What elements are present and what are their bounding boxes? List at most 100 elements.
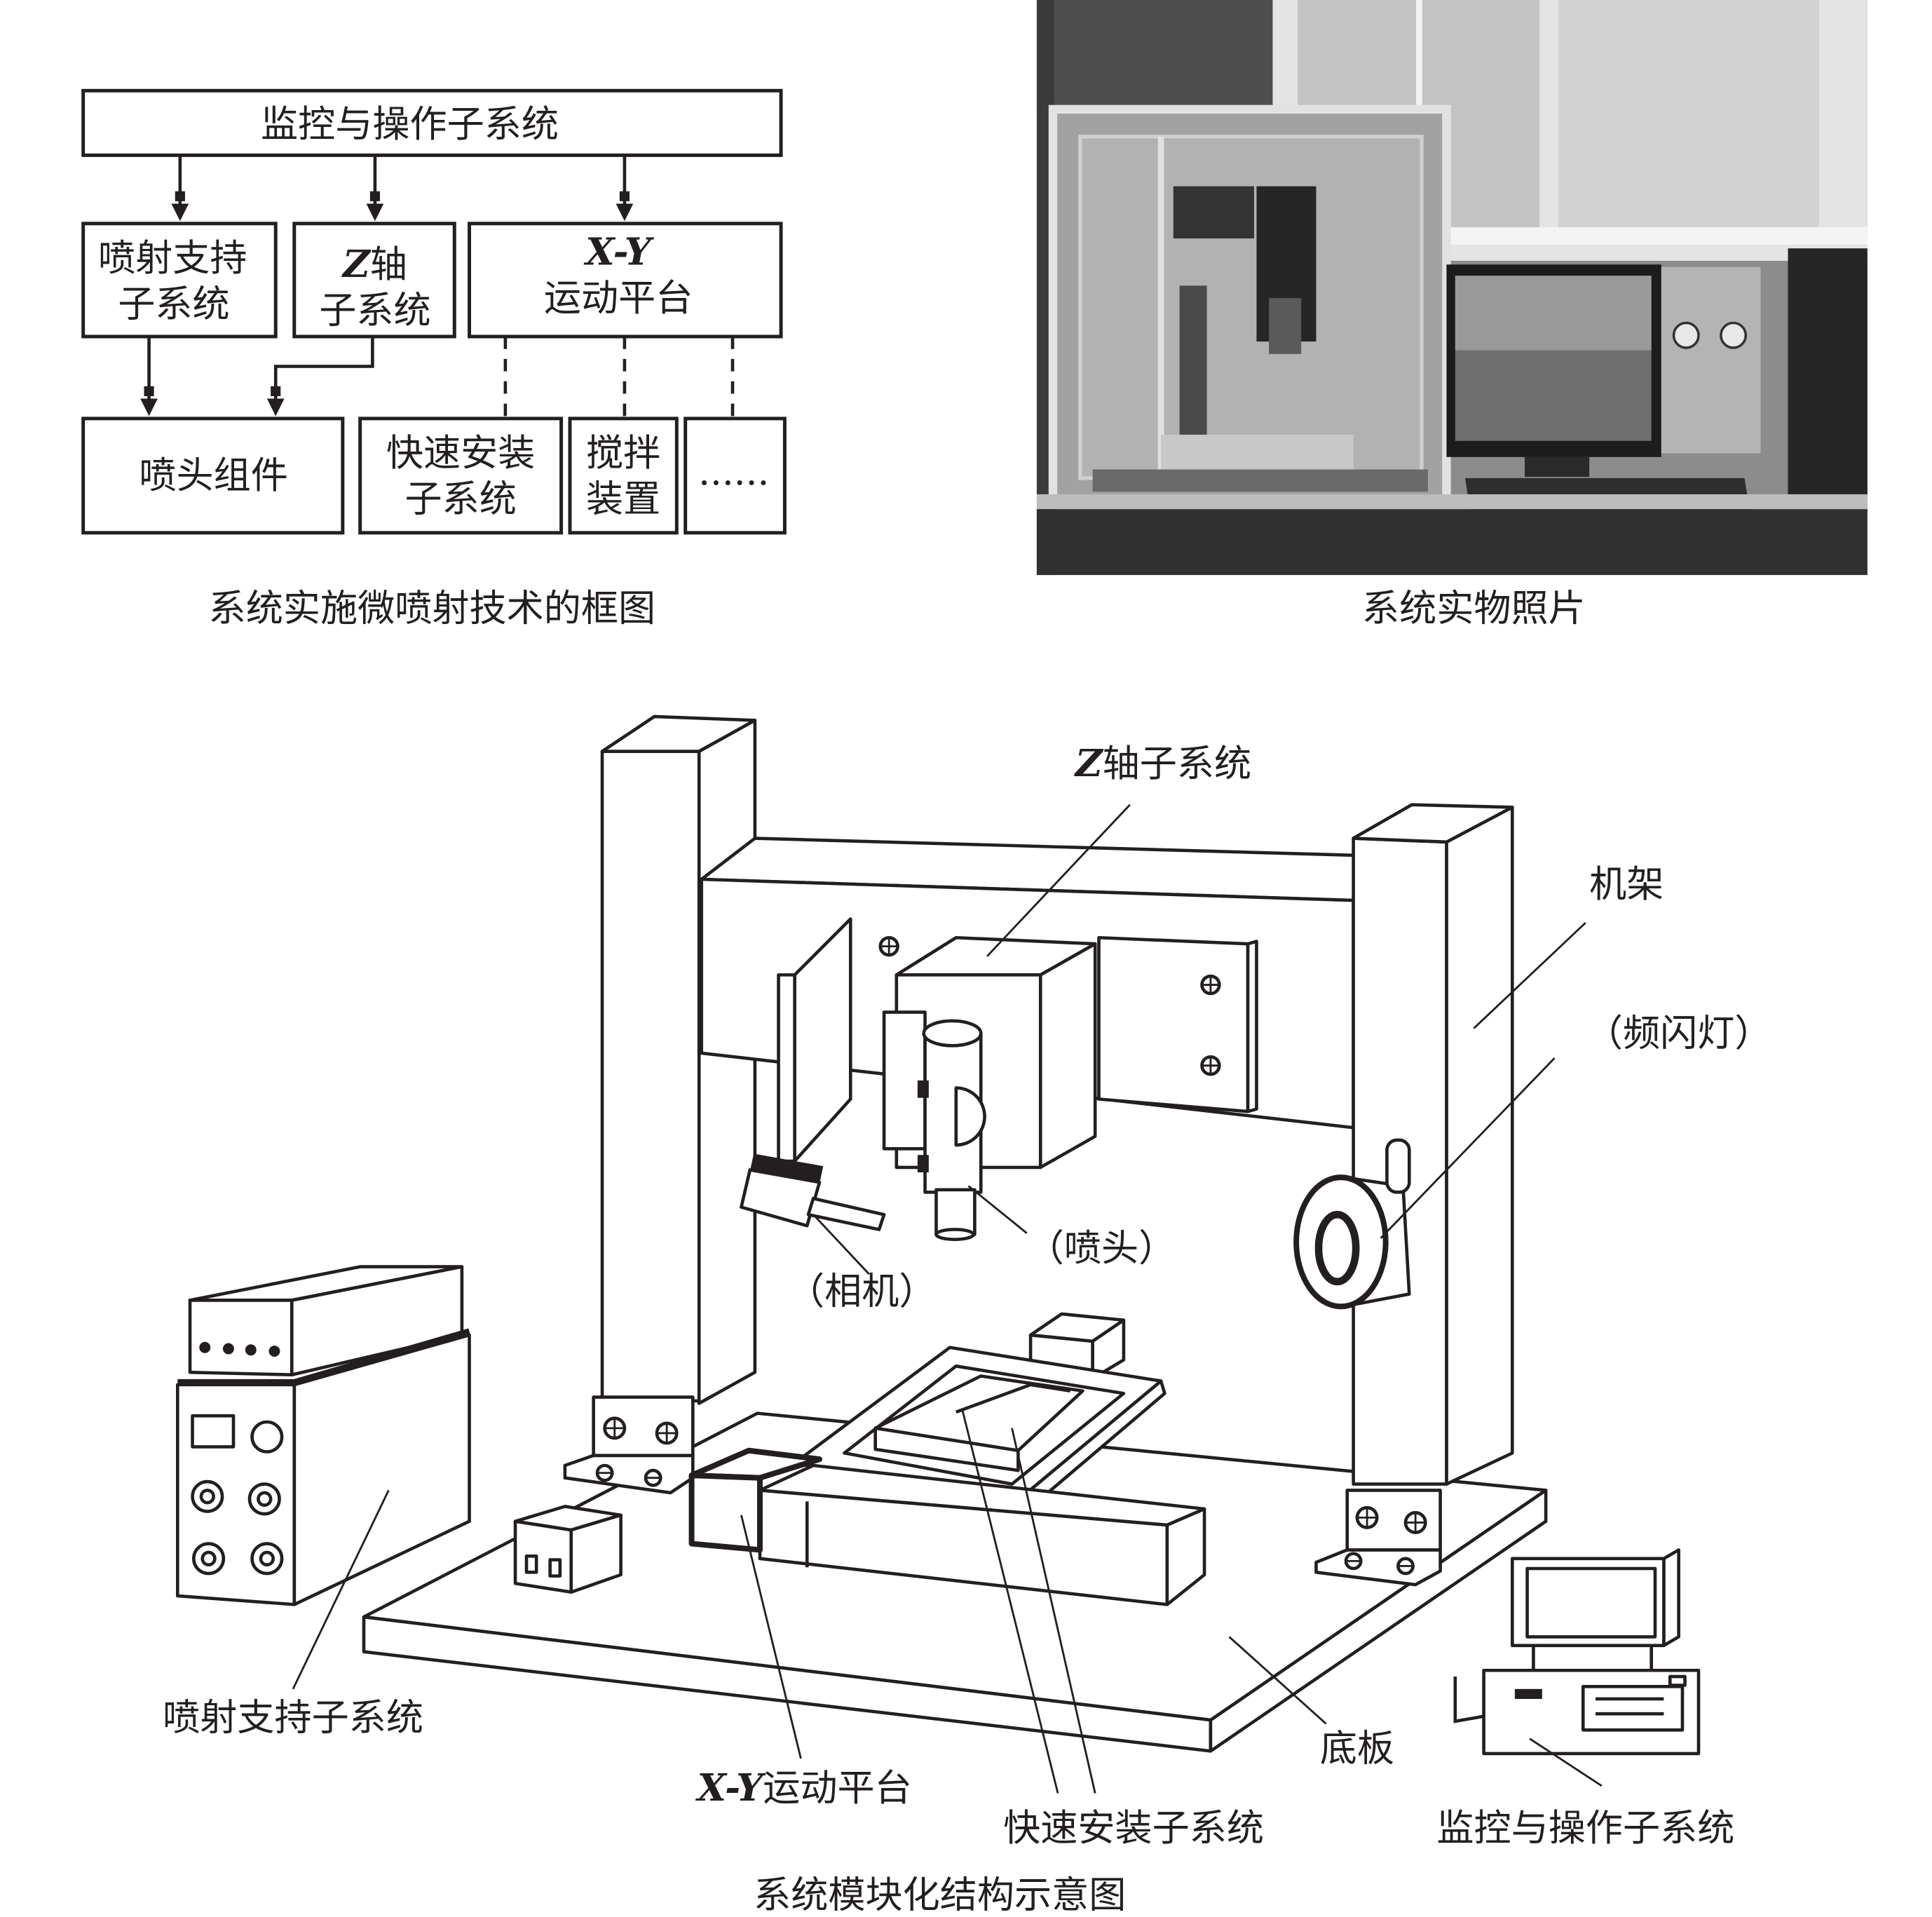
leader-xy-stage [740,1515,802,1759]
label-strobe: （频闪灯） [1586,1011,1772,1055]
connector-jet-to-nozzle [140,336,158,416]
label-base-plate: 底板 [1320,1727,1394,1770]
photo-stage [1161,434,1354,470]
system-photo: 系统实物照片 [1036,0,1868,630]
x-rail [688,1447,1206,1606]
stirrer-box [568,416,679,535]
knob-icon [250,1420,284,1454]
left-column-top [600,714,757,753]
top-box-label: 监控与操作子系统 [261,102,559,146]
leader-z-axis [986,804,1131,957]
left-column-front [600,750,701,1403]
x-rail-end [1165,1507,1206,1606]
right-column-foot [1314,1489,1442,1587]
nozzle-tip-end [934,1228,975,1241]
pc-power-led [1514,1688,1542,1699]
screw-icon [595,1463,614,1482]
leader-quick-mount-b [961,1409,1059,1794]
screw-icon [644,1468,662,1487]
jet-support-box [81,222,278,339]
nozzle-tip [934,1188,977,1236]
indicator-dot [199,1341,211,1353]
jet-support-box-line2: 子系统 [118,283,229,326]
label-xy-rest: 运动平台 [763,1766,912,1810]
photo-monitor-stand [1525,456,1590,477]
screw-icon [1403,1510,1427,1534]
label-camera: （相机） [787,1270,936,1313]
camera-band [749,1153,824,1184]
screw-icon [1396,1557,1415,1576]
frame-right-column [1352,803,1514,1486]
label-monitor-control: 监控与操作子系统 [1436,1806,1734,1850]
arrow-to-jet-support [171,155,189,222]
leader-strobe [1380,1057,1556,1239]
z-axis-variable: Z [341,242,372,286]
pc-drive-bay [1581,1684,1685,1732]
leader-monitor-control [1529,1738,1603,1787]
photo-column [1179,285,1207,447]
z-carriage-side [1038,942,1097,1170]
photo-instrument [1661,266,1761,454]
photo-gauge-right [1720,321,1748,349]
nozzle-body [923,1031,983,1194]
more-box [683,416,787,535]
leader-frame [1473,921,1586,1029]
photo-bench-edge [1036,494,1868,510]
photo-camera-unit [1173,186,1254,239]
leader-jet-support [292,1489,390,1690]
stirrer-box-line1: 搅拌 [586,431,660,475]
z-axis-box-line1: Z轴 [341,242,407,286]
camera-arm [777,917,852,1163]
block-diagram: 监控与操作子系统 喷射支持 子系统 Z轴 子系统 X-Y 运动平台 [81,88,787,630]
screw-icon [1344,1552,1363,1571]
more-label: ...... [698,450,769,494]
photo-stage-base [1092,469,1428,492]
photo-monitor-sky [1455,276,1652,351]
knob-icon [247,1482,281,1516]
beam-bracket [1097,935,1250,1113]
right-column-side [1445,805,1514,1486]
screw-icon [655,1421,679,1445]
label-nozzle: （喷头） [1027,1226,1176,1270]
nozzle-window [954,1086,986,1147]
photo-caption: 系统实物照片 [1362,587,1586,630]
connector-port [524,1554,538,1574]
controller-top-edge [177,1328,470,1386]
screw-icon [878,935,899,957]
pc-button [1668,1674,1687,1687]
driver-box [513,1505,623,1594]
photo-gauge-left [1672,321,1700,349]
z-axis-suffix: 轴 [370,243,407,286]
strobe-stem [1385,1138,1411,1194]
indicator-dot [268,1346,280,1357]
beam-bracket-side [1246,940,1258,1113]
quick-mount-box-line2: 子系统 [404,477,516,521]
camera-icon [740,1153,886,1231]
driver-box-side [569,1513,623,1594]
driver-box-front [513,1519,573,1594]
photo-window-pane-right [1558,0,1819,243]
camera-arm-front [777,973,796,1163]
right-foot-plate [1345,1489,1442,1552]
connector-z-to-nozzle [266,336,374,416]
arrow-to-xy-stage [615,155,634,222]
label-z-axis-subsystem: Z轴子系统 [1074,741,1251,785]
label-frame: 机架 [1589,862,1664,906]
screw-icon [1200,1055,1221,1076]
label-quick-mount: 快速安装子系统 [1003,1806,1264,1850]
right-column-top [1352,803,1514,844]
nozzle-tab [917,1155,929,1172]
photo-nozzle [1269,298,1302,354]
nozzle-tab [917,1080,929,1098]
screw-icon [1200,974,1221,996]
controller-upper-front [188,1299,294,1377]
nozzle-icon [917,1019,986,1241]
schematic-caption: 系统模块化结构示意图 [754,1874,1126,1917]
label-z-axis-rest: 轴子系统 [1103,742,1252,785]
nozzle-assembly-label: 喷头组件 [139,454,287,497]
leader-lines [292,804,1603,1794]
leader-base-plate [1228,1636,1327,1725]
jet-support-box-line1: 喷射支持 [98,236,247,280]
monitor-side [1662,1548,1680,1648]
quick-mount-box [358,416,564,535]
